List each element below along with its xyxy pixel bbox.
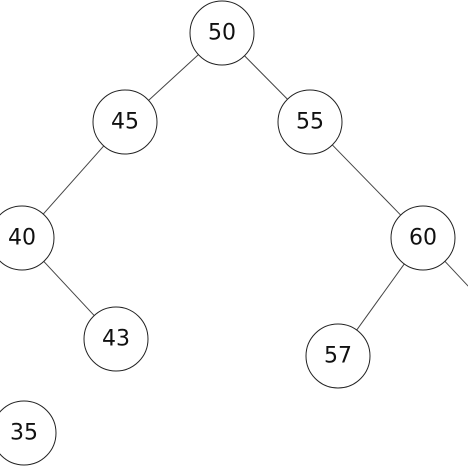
- tree-node-circle: [390, 205, 456, 271]
- tree-edge-n60-offscreen-right: [444, 260, 468, 287]
- tree-node-circle: [92, 89, 158, 155]
- tree-node-label: 50: [208, 21, 236, 46]
- tree-edge-n45-n40: [42, 145, 105, 215]
- tree-edge-n40-n43: [43, 261, 95, 316]
- tree-node-label: 55: [296, 110, 324, 135]
- tree-node-circle: [83, 306, 149, 372]
- tree-node-label: 45: [111, 110, 139, 135]
- tree-node-label: 35: [10, 421, 38, 446]
- tree-node-circle: [189, 0, 255, 66]
- tree-node-50: 50: [189, 0, 255, 66]
- tree-edge-n60-n57: [356, 263, 405, 331]
- tree-node-circle: [305, 323, 371, 389]
- tree-node-label: 43: [102, 327, 130, 352]
- tree-node-circle: [0, 205, 55, 271]
- tree-node-label: 57: [324, 344, 352, 369]
- tree-node-circle: [0, 400, 57, 466]
- tree-node-45: 45: [92, 89, 158, 155]
- tree-edges: [42, 54, 468, 331]
- tree-node-55: 55: [277, 89, 343, 155]
- tree-node-57: 57: [305, 323, 371, 389]
- tree-nodes: 50 45 55 40 60 43 57 35: [0, 0, 456, 466]
- tree-node-label: 60: [409, 226, 437, 251]
- tree-node-43: 43: [83, 306, 149, 372]
- tree-edge-n55-n60: [331, 144, 402, 216]
- tree-edge-n50-n55: [244, 55, 288, 100]
- tree-edge-n50-n45: [148, 54, 199, 101]
- tree-node-label: 40: [8, 226, 36, 251]
- tree-node-circle: [277, 89, 343, 155]
- tree-node-60: 60: [390, 205, 456, 271]
- tree-node-35: 35: [0, 400, 57, 466]
- tree-node-40: 40: [0, 205, 55, 271]
